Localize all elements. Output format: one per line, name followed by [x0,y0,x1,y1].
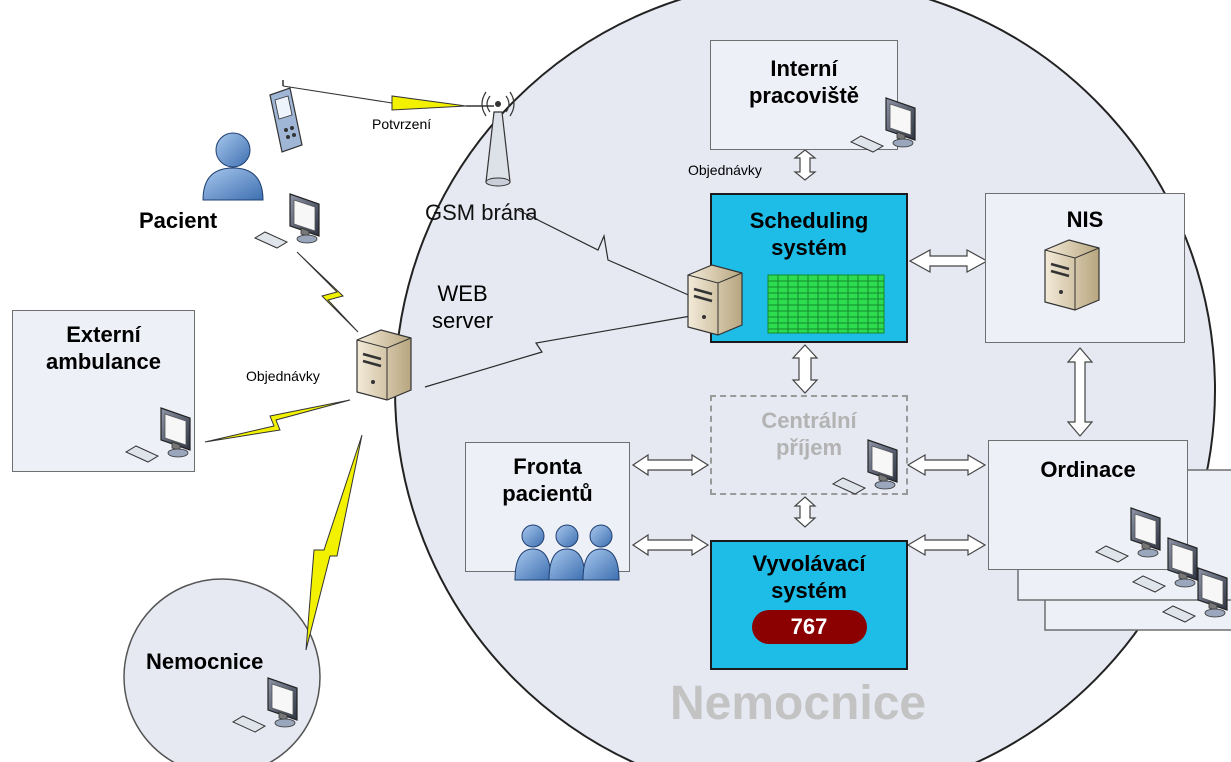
web-scheduling-link [424,312,709,388]
pacient-label: Pacient [139,208,218,233]
objednavky-left-label: Objednávky [246,368,320,384]
centralni-prijem-box: Centrální příjem [710,395,908,495]
nemocnice-small-label: Nemocnice [146,649,264,674]
nis-box: NIS [985,193,1185,343]
centralni-line1: Centrální [761,408,857,433]
queue-counter-display: 767 [751,610,867,644]
web-server-label: WEB server [432,280,493,334]
ordinace-label: Ordinace [1040,457,1136,482]
scheduling-line1: Scheduling [749,208,869,233]
vyvolavaci-system-box: Vyvolávací systém 767 [710,540,908,670]
objednavky-top-label: Objednávky [688,162,762,178]
gsm-scheduling-link [517,209,701,301]
arrow-nis-ordinace [1066,347,1094,437]
fronta-pacientu-box: Fronta pacientů [465,442,630,572]
connection-arrows [631,149,1094,557]
interni-pracoviste-box: Interní pracoviště [710,40,898,150]
ordinace-box: Ordinace [988,440,1188,570]
pacient-web-link [296,251,359,333]
arrow-interni-scheduling [793,149,817,181]
arrow-scheduling-centralni [791,344,819,394]
fronta-line1: Fronta [513,454,582,479]
externi-web-link [204,399,351,443]
scheduling-line2: systém [771,235,847,260]
fronta-line2: pacientů [502,481,593,506]
nemocnice-web-link [305,434,363,651]
interni-line2: pracoviště [748,83,860,108]
phone-gsm-link [282,85,467,111]
nemocnice-watermark-label: Nemocnice [670,677,927,730]
externi-ambulance-box: Externí ambulance [12,310,195,472]
arrow-fronta-centralni [631,453,710,477]
arrow-vyvolavaci-ordinace [906,533,987,557]
vyvolavaci-line1: Vyvolávací [752,551,866,576]
scheduling-system-box: Scheduling systém [710,193,908,343]
potvrzeni-label: Potvrzení [372,116,432,132]
nis-label: NIS [1066,207,1104,232]
arrow-fronta-vyvolavaci [631,533,710,557]
externi-line2: ambulance [46,349,161,374]
web-line2: server [432,308,494,333]
gsm-label: GSM brána [425,200,538,225]
externi-line1: Externí [66,322,141,347]
vyvolavaci-line2: systém [771,578,847,603]
interni-line1: Interní [770,56,838,81]
web-line1: WEB [437,281,488,306]
wired-links [424,209,709,388]
arrow-centralni-ordinace [906,453,987,477]
centralni-line2: příjem [775,435,843,460]
arrow-centralni-vyvolavaci [793,496,817,528]
wireless-links [204,85,467,651]
